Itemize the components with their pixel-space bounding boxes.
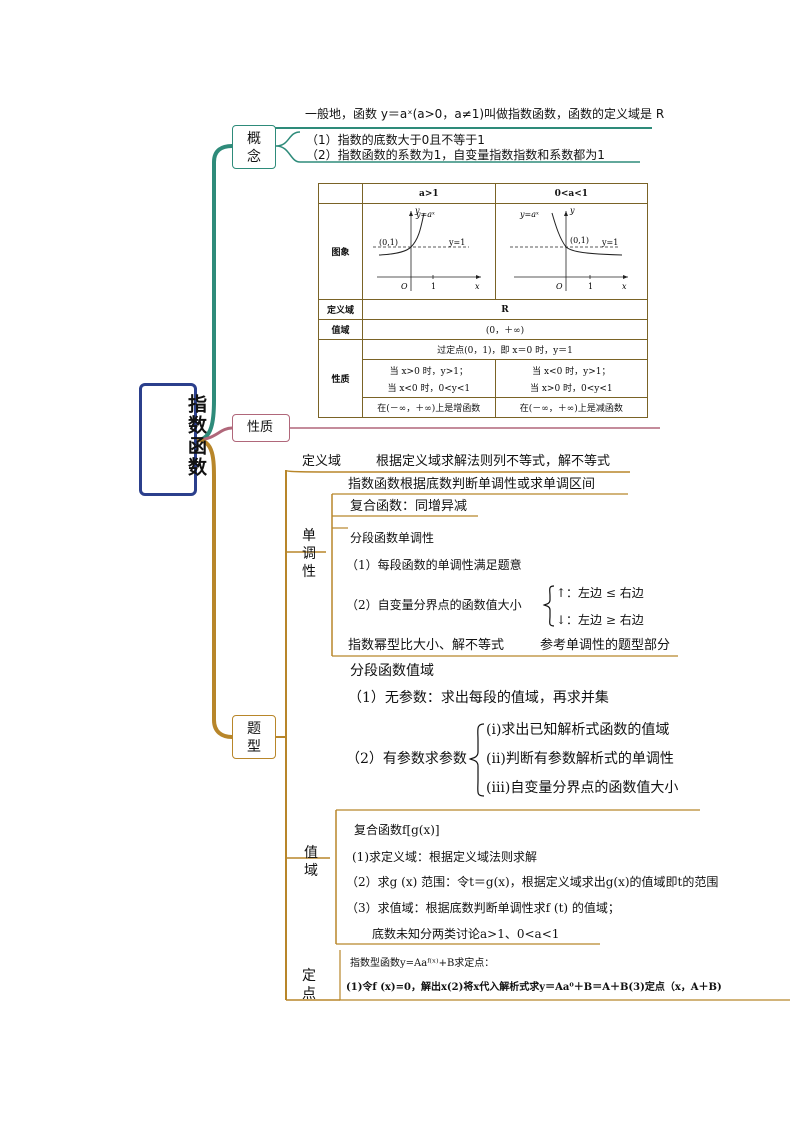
monotonic-d-ref: 参考单调性的题型部分 <box>540 638 671 653</box>
right-graph-asym-label: y=1 <box>601 238 618 247</box>
property-node[interactable]: 性质 <box>232 414 290 442</box>
graph-increasing: y=aˣ (0,1) y=1 O 1 x y <box>361 203 496 300</box>
table-header-a-lt-1: 0<a<1 <box>494 183 649 204</box>
table-fixed-point: 过定点(0，1)，即 x＝0 时，y＝1 <box>361 339 649 360</box>
range-piece-p1: （1）无参数：求出每段的值域，再求并集 <box>348 690 609 706</box>
right-graph-x-axis-label: x <box>622 282 627 291</box>
table-left-values: 当 x>0 时，y>1； 当 x<0 时，0<y<1 <box>361 359 496 398</box>
monotonic-a: 指数函数根据底数判断单调性或求单调区间 <box>348 477 596 492</box>
table-right-value-b: 当 x>0 时，0<y<1 <box>529 383 613 394</box>
value-range-s2: （2）求g (x) 范围：令t＝g(x)，根据定义域求出g(x)的值域即t的范围 <box>346 875 719 889</box>
monotonic-c1: （1）每段函数的单调性满足题意 <box>346 558 522 572</box>
value-range-title: 复合函数f[g(x)] <box>354 823 440 837</box>
right-graph-y-axis-label: y <box>569 206 575 215</box>
monotonic-b: 复合函数：同增异减 <box>350 499 468 514</box>
root-label: 指数函数 <box>185 394 207 478</box>
table-image-label: 图象 <box>318 203 363 300</box>
table-right-monotonic: 在(－∞，＋∞)上是减函数 <box>494 397 649 418</box>
monotonic-c2: （2）自变量分界点的函数值大小 <box>346 598 522 612</box>
fixed-point-title: 指数型函数y=Aaᶠ⁽ˣ⁾+B求定点： <box>350 958 495 969</box>
table-left-monotonic: 在(－∞，＋∞)上是增函数 <box>361 397 496 418</box>
left-graph-curve-label: y=aˣ <box>415 210 435 219</box>
fixed-point-label: 定 点 <box>302 968 316 1002</box>
types-node[interactable]: 题 型 <box>232 715 276 759</box>
monotonic-c2-down: ↓：左边 ≥ 右边 <box>556 613 644 627</box>
range-piece-title: 分段函数值域 <box>350 663 434 679</box>
left-graph-origin: O <box>401 282 408 291</box>
types-domain-text: 根据定义域求解法则列不等式，解不等式 <box>376 454 611 469</box>
fixed-point-steps: (1)令f (x)=0，解出x(2)将x代入解析式求y＝Aa⁰＋B＝A＋B(3)… <box>346 982 722 993</box>
property-table: a>1 0<a<1 图象 y=aˣ (0,1) y=1 O 1 x y <box>318 183 649 418</box>
right-graph-curve-label: y=aˣ <box>519 210 539 219</box>
property-label: 性质 <box>247 420 274 435</box>
concept-note-1: （1）指数的底数大于0且不等于1 <box>306 133 485 147</box>
left-graph-x-axis-label: x <box>475 282 480 291</box>
table-right-values: 当 x<0 时，y>1； 当 x>0 时，0<y<1 <box>494 359 649 398</box>
concept-note-2: （2）指数函数的系数为1，自变量指数指数和系数都为1 <box>306 148 605 162</box>
monotonic-d: 指数幂型比大小、解不等式 <box>348 638 505 653</box>
table-nature-label: 性质 <box>318 339 363 418</box>
table-range-value: (0，＋∞) <box>361 319 649 340</box>
right-graph-origin: O <box>556 282 563 291</box>
monotonic-c-title: 分段函数单调性 <box>350 531 435 545</box>
graph-decreasing: y=aˣ (0,1) y=1 O 1 x y <box>494 203 649 300</box>
table-domain-label: 定义域 <box>318 299 363 320</box>
table-range-label: 值域 <box>318 319 363 340</box>
value-range-s1: (1)求定义域：根据定义域法则求解 <box>352 850 537 864</box>
left-graph-y-axis-label: y <box>414 206 420 215</box>
left-graph-one: 1 <box>431 282 436 291</box>
table-header-a-gt-1: a>1 <box>361 183 496 204</box>
range-piece-p2-ii: (ii)判断有参数解析式的单调性 <box>486 751 674 767</box>
monotonic-c2-up: ↑：左边 ≤ 右边 <box>556 586 644 600</box>
increasing-graph-svg: y=aˣ (0,1) y=1 O 1 x y <box>372 206 481 291</box>
range-piece-p2-iii: (iii)自变量分界点的函数值大小 <box>486 780 679 796</box>
table-right-value-a: 当 x<0 时，y>1； <box>532 366 611 377</box>
monotonic-label: 单 调 性 <box>302 528 316 580</box>
table-header-empty <box>318 183 363 204</box>
table-domain-value: R <box>361 299 649 320</box>
value-range-label: 值 域 <box>304 845 318 879</box>
table-left-value-b: 当 x<0 时，0<y<1 <box>387 383 471 394</box>
range-piece-p2: （2）有参数求参数 <box>346 751 467 767</box>
value-range-s4: 底数未知分两类讨论a>1、0<a<1 <box>372 927 560 941</box>
concept-node[interactable]: 概 念 <box>232 125 276 169</box>
root-node[interactable]: 指数函数 <box>139 383 207 496</box>
table-left-value-a: 当 x>0 时，y>1； <box>389 366 469 377</box>
left-graph-asym-label: y=1 <box>448 238 465 247</box>
types-domain-label: 定义域 <box>302 454 342 469</box>
concept-definition: 一般地，函数 y＝aˣ(a>0，a≠1)叫做指数函数，函数的定义域是 R <box>305 107 665 121</box>
types-label: 题 型 <box>247 721 261 755</box>
right-graph-one: 1 <box>588 282 593 291</box>
range-piece-p2-i: (i)求出已知解析式函数的值域 <box>486 722 670 738</box>
right-graph-point-label: (0,1) <box>570 236 589 245</box>
value-range-s3: （3）求值域：根据底数判断单调性求f (t) 的值域； <box>346 901 620 915</box>
left-graph-point-label: (0,1) <box>379 238 398 247</box>
decreasing-graph-svg: y=aˣ (0,1) y=1 O 1 x y <box>510 206 629 291</box>
concept-label: 概 念 <box>247 131 261 165</box>
